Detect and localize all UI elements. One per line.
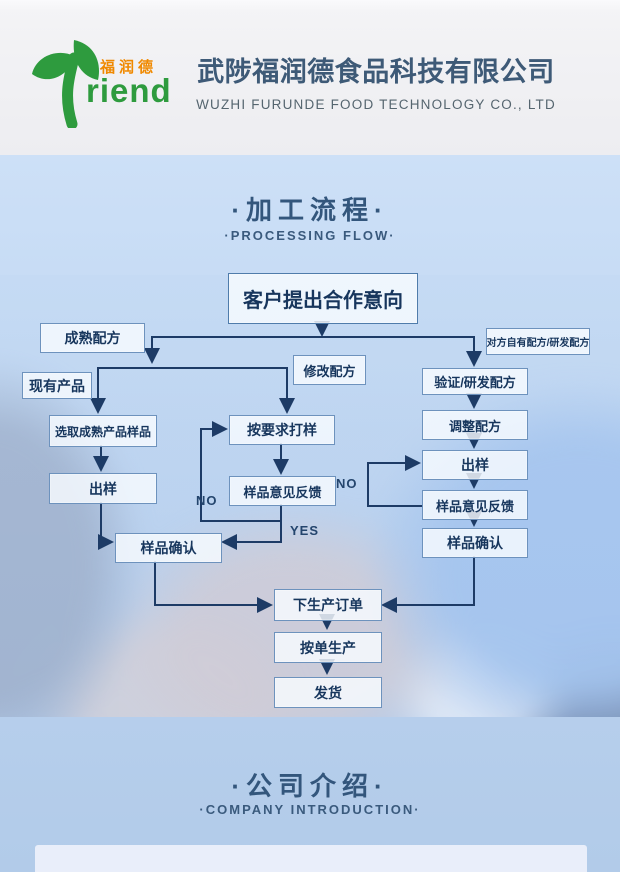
- processing-flowchart: 客户提出合作意向 成熟配方 现有产品 选取成熟产品样品 出样 样品确认 修改配方…: [0, 273, 620, 713]
- flow-node-select-sample: 选取成熟产品样品: [49, 415, 157, 447]
- flow-node-mature-recipe: 成熟配方: [40, 323, 145, 353]
- leaf-logo-icon: [32, 40, 99, 128]
- flow-node-confirm-right: 样品确认: [422, 528, 528, 558]
- company-name-cn: 武陟福润德食品科技有限公司: [197, 57, 555, 87]
- logo-wordmark: riend: [86, 72, 172, 109]
- flow-node-adjust-recipe: 调整配方: [422, 410, 528, 440]
- processing-flow-title-cn: ·加工流程·: [231, 195, 389, 225]
- branch-label-no-mid: NO: [196, 493, 218, 508]
- processing-flow-title-en: ·PROCESSING FLOW·: [224, 228, 396, 243]
- flow-node-modify-recipe: 修改配方: [293, 355, 366, 385]
- flow-node-confirm-left: 样品确认: [115, 533, 222, 563]
- company-name-en: WUZHI FURUNDE FOOD TECHNOLOGY CO., LTD: [196, 97, 556, 112]
- flow-node-feedback-right: 样品意见反馈: [422, 490, 528, 520]
- flow-node-proof: 按要求打样: [229, 415, 335, 445]
- flow-node-start: 客户提出合作意向: [228, 273, 418, 324]
- header: 福润德 riend 武陟福润德食品科技有限公司 WUZHI FURUNDE FO…: [0, 0, 620, 155]
- company-intro-title-cn: ·公司介绍·: [231, 771, 389, 801]
- flow-node-produce: 按单生产: [274, 632, 382, 663]
- company-logo: 福润德 riend: [28, 34, 198, 129]
- flow-node-verify-recipe: 验证/研发配方: [422, 368, 528, 395]
- flow-node-own-recipe: 对方自有配方/研发配方: [486, 328, 590, 355]
- flow-node-production-order: 下生产订单: [274, 589, 382, 621]
- branch-label-no-right: NO: [336, 476, 358, 491]
- company-intro-card: [35, 845, 587, 872]
- flow-node-sample-right: 出样: [422, 450, 528, 480]
- flow-node-ship: 发货: [274, 677, 382, 708]
- branch-label-yes-mid: YES: [290, 523, 320, 538]
- flow-node-sample-left: 出样: [49, 473, 157, 504]
- logo-text-cn: 福润德: [100, 59, 158, 76]
- flow-node-feedback-mid: 样品意见反馈: [229, 476, 336, 506]
- flow-node-existing-product: 现有产品: [22, 372, 92, 399]
- company-intro-title-en: ·COMPANY INTRODUCTION·: [199, 802, 421, 817]
- company-name-block: 武陟福润德食品科技有限公司 WUZHI FURUNDE FOOD TECHNOL…: [196, 50, 556, 112]
- flowchart-connectors: [90, 321, 482, 675]
